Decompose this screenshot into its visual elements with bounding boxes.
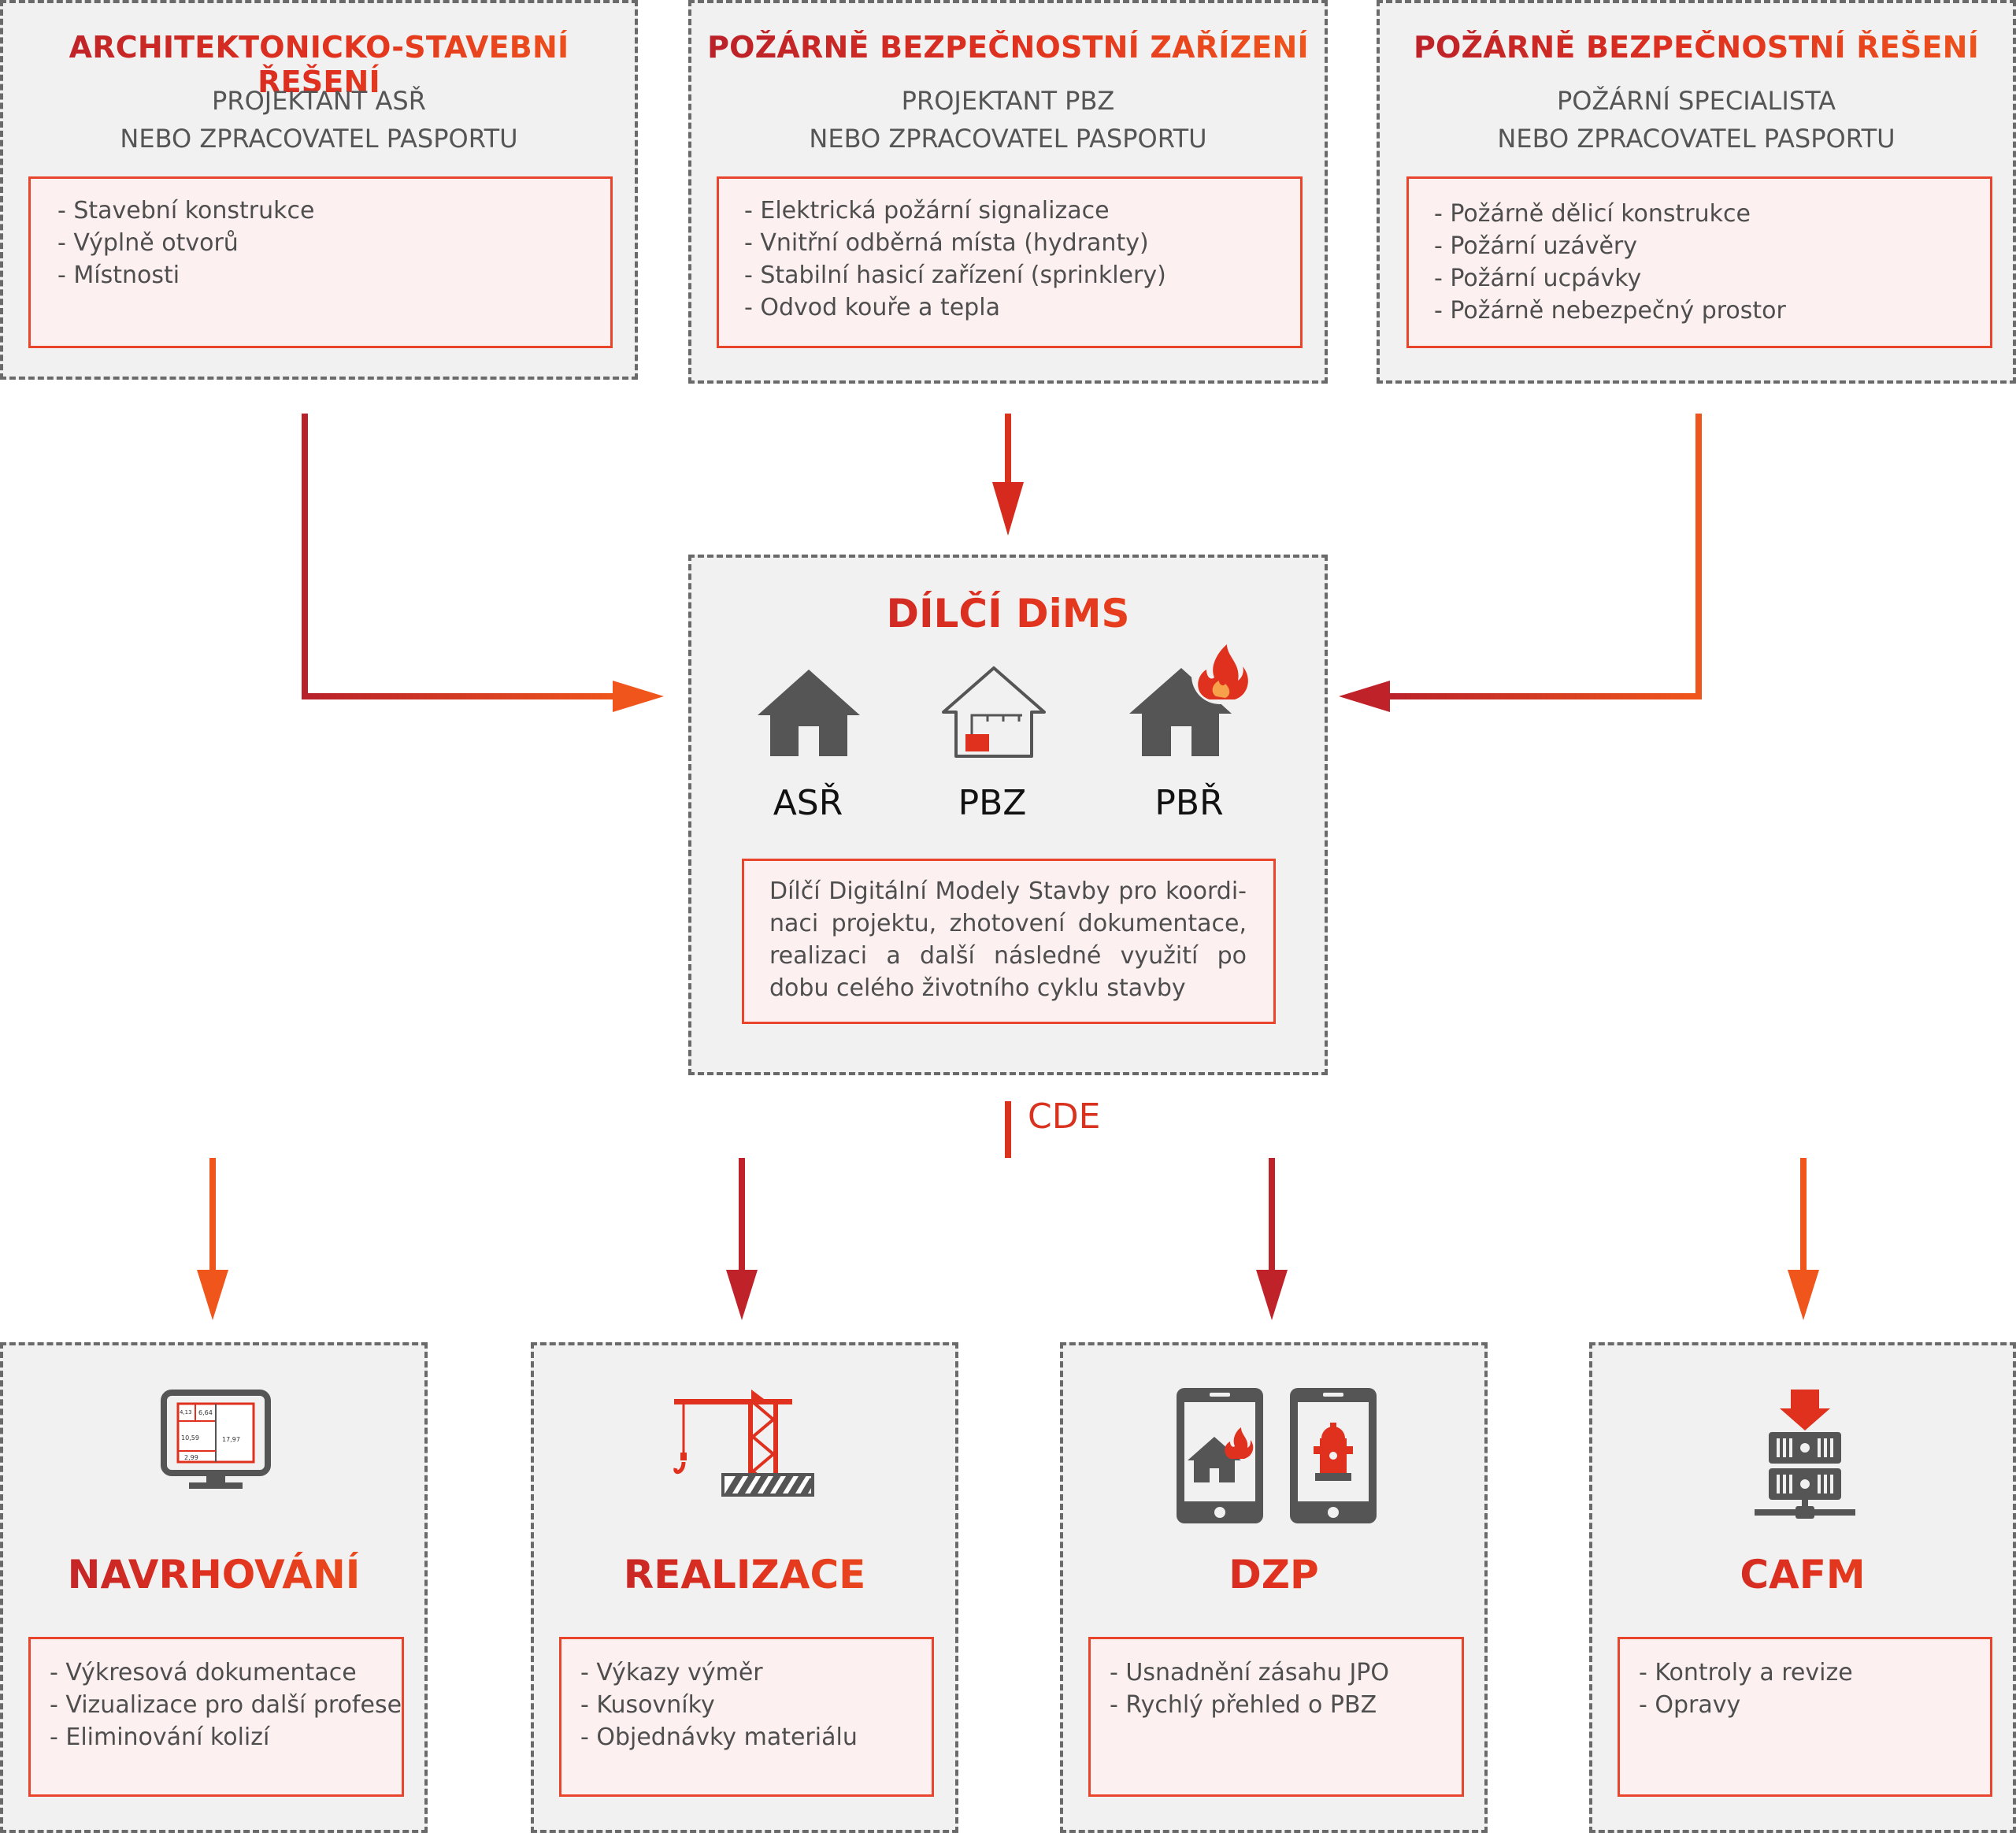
tablets-icon [1177, 1388, 1377, 1523]
server-download-icon [1755, 1390, 1855, 1519]
arrowhead-drop-4 [1788, 1270, 1819, 1320]
connector-left [302, 414, 622, 699]
house-icon [758, 670, 860, 756]
box-title: ARCHITEKTONICKO-STAVEBNÍ ŘEŠENÍ [3, 30, 635, 99]
icon-label-pbz: PBZ [958, 783, 1027, 823]
house-outline-sprinkler-icon [942, 666, 1046, 758]
box-cafm: CAFM - Kontroly a revize - Opravy [1589, 1342, 2016, 1833]
dims-title: DÍLČÍ DiMS [691, 591, 1325, 636]
list-item: - Stabilní hasicí zařízení (sprinklery) [744, 262, 1166, 289]
box-title: DZP [1063, 1552, 1484, 1597]
plan-value: 2,99 [184, 1454, 198, 1461]
box-navrhovani: 4,13 6,64 10,59 17,97 2,99 NAVRHOVÁNÍ - … [0, 1342, 428, 1833]
connector-right [1380, 414, 1702, 699]
arrowhead-right [1339, 681, 1390, 712]
plan-value: 6,64 [198, 1409, 213, 1416]
box-pbr: POŽÁRNĚ BEZPEČNOSTNÍ ŘEŠENÍ POŽÁRNÍ SPEC… [1377, 0, 2016, 384]
list-item: - Kontroly a revize [1639, 1659, 1853, 1686]
item-list-box: - Výkresová dokumentace - Vizualizace pr… [28, 1637, 404, 1797]
monitor-floorplan-icon: 4,13 6,64 10,59 17,97 2,99 [161, 1390, 271, 1489]
house-fire-icon [1129, 644, 1248, 756]
arrowhead-drop-1 [197, 1270, 228, 1320]
box-title: NAVRHOVÁNÍ [3, 1552, 424, 1597]
list-item: - Vizualizace pro další profese [50, 1691, 402, 1719]
list-item: - Vnitřní odběrná místa (hydranty) [744, 229, 1149, 257]
list-item: - Požární uzávěry [1434, 232, 1638, 260]
list-item: - Požárně dělicí konstrukce [1434, 200, 1751, 228]
box-pbz: POŽÁRNĚ BEZPEČNOSTNÍ ZAŘÍZENÍ PROJEKTANT… [688, 0, 1328, 384]
dims-description: Dílčí Digitální Modely Stavby pro koordi… [769, 878, 1247, 1002]
list-item: - Odvod kouře a tepla [744, 294, 1000, 321]
list-item: - Stavební konstrukce [57, 197, 315, 224]
icon-label-asr: ASŘ [773, 783, 843, 823]
arrowhead-center [992, 482, 1024, 536]
crane-icon [673, 1390, 814, 1497]
item-list-box: - Stavební konstrukce - Výplně otvorů - … [28, 176, 613, 348]
list-item: - Eliminování kolizí [50, 1724, 270, 1751]
box-role-line: PROJEKTANT PBZ [901, 86, 1115, 116]
item-list-box: - Kontroly a revize - Opravy [1618, 1637, 1992, 1797]
box-role-line: PROJEKTANT ASŘ [212, 86, 426, 116]
list-item: - Požární ucpávky [1434, 265, 1642, 292]
list-item: - Místnosti [57, 262, 180, 289]
item-list-box: - Usnadnění zásahu JPO - Rychlý přehled … [1088, 1637, 1464, 1797]
plan-value: 17,97 [222, 1436, 240, 1443]
list-item: - Opravy [1639, 1691, 1741, 1719]
arrowhead-drop-2 [726, 1270, 758, 1320]
dims-description-box: Dílčí Digitální Modely Stavby pro koordi… [742, 859, 1276, 1024]
item-list-box: - Výkazy výměr - Kusovníky - Objednávky … [559, 1637, 934, 1797]
box-realizace: REALIZACE - Výkazy výměr - Kusovníky - O… [531, 1342, 958, 1833]
box-role-line: NEBO ZPRACOVATEL PASPORTU [809, 124, 1207, 154]
cde-label: CDE [1028, 1096, 1101, 1137]
icon-label-pbr: PBŘ [1154, 783, 1224, 823]
list-item: - Výkresová dokumentace [50, 1659, 357, 1686]
item-list-box: - Požárně dělicí konstrukce - Požární uz… [1406, 176, 1992, 348]
item-list-box: - Elektrická požární signalizace - Vnitř… [717, 176, 1303, 348]
plan-value: 10,59 [181, 1434, 199, 1442]
arrowhead-left [613, 681, 664, 712]
box-asr: ARCHITEKTONICKO-STAVEBNÍ ŘEŠENÍ PROJEKTA… [0, 0, 638, 380]
list-item: - Kusovníky [580, 1691, 715, 1719]
list-item: - Výplně otvorů [57, 229, 239, 257]
box-title: REALIZACE [534, 1552, 955, 1597]
list-item: - Požárně nebezpečný prostor [1434, 297, 1786, 325]
list-item: - Výkazy výměr [580, 1659, 763, 1686]
list-item: - Rychlý přehled o PBZ [1110, 1691, 1377, 1719]
plan-value: 4,13 [180, 1409, 192, 1416]
list-item: - Elektrická požární signalizace [744, 197, 1110, 224]
arrowhead-drop-3 [1256, 1270, 1288, 1320]
box-title: POŽÁRNĚ BEZPEČNOSTNÍ ZAŘÍZENÍ [691, 30, 1325, 65]
box-title: POŽÁRNĚ BEZPEČNOSTNÍ ŘEŠENÍ [1380, 30, 2013, 65]
box-dims: DÍLČÍ DiMS ASŘ PBZ PBŘ Dílčí Digitální M… [688, 555, 1328, 1075]
list-item: - Objednávky materiálu [580, 1724, 858, 1751]
box-role-line: NEBO ZPRACOVATEL PASPORTU [120, 124, 518, 154]
list-item: - Usnadnění zásahu JPO [1110, 1659, 1390, 1686]
box-dzp: DZP - Usnadnění zásahu JPO - Rychlý přeh… [1060, 1342, 1488, 1833]
box-role-line: NEBO ZPRACOVATEL PASPORTU [1497, 124, 1896, 154]
box-title: CAFM [1592, 1552, 2013, 1597]
box-role-line: POŽÁRNÍ SPECIALISTA [1556, 86, 1836, 116]
